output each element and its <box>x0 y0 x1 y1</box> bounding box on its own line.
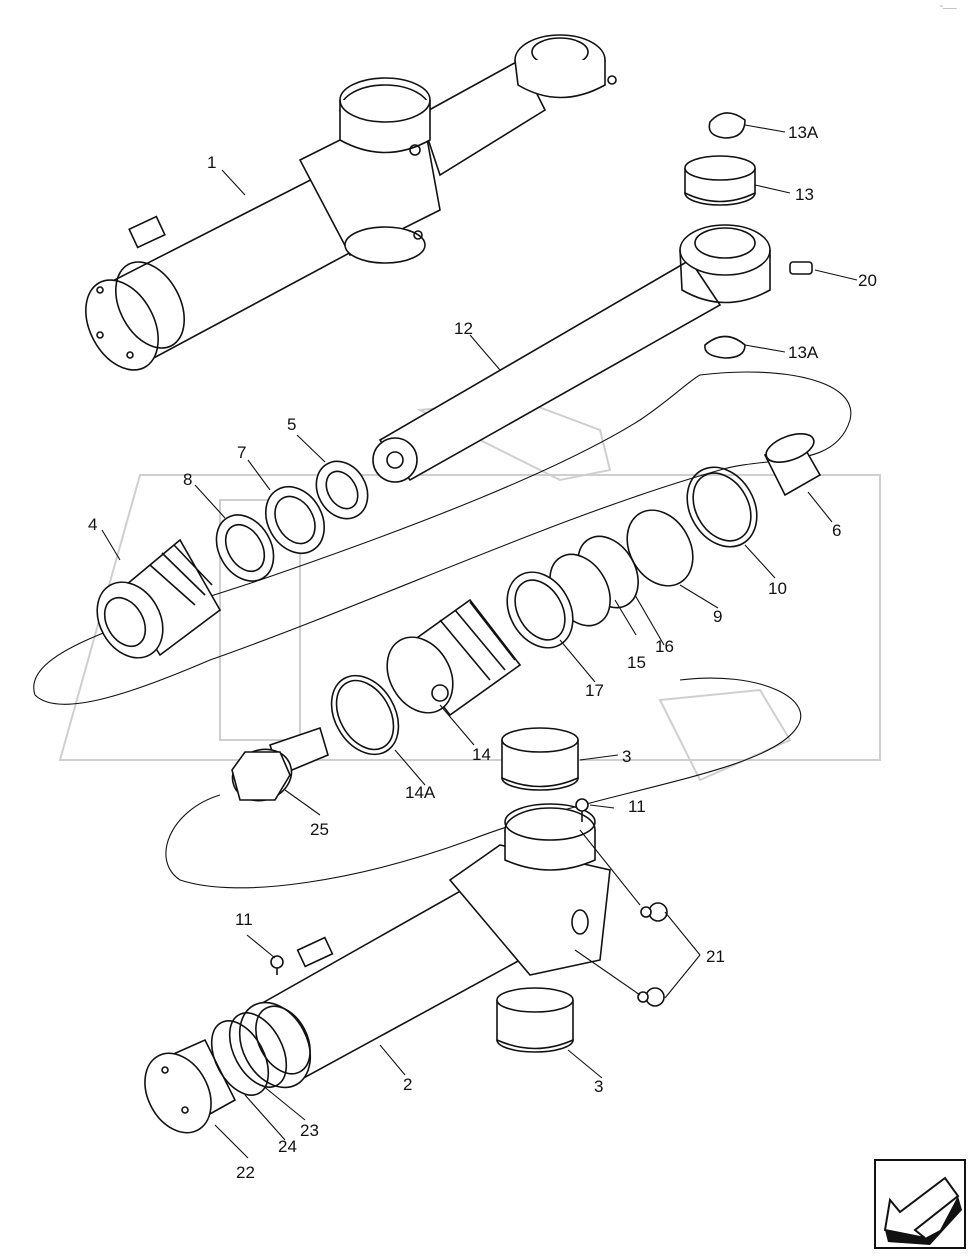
label-14: 14 <box>472 745 491 764</box>
part-1-cylinder-barrel[interactable] <box>71 34 617 382</box>
label-14a: 14A <box>405 783 436 802</box>
part-17-seal[interactable] <box>494 560 586 659</box>
label-15: 15 <box>627 653 646 672</box>
label-3-upper: 3 <box>622 747 631 766</box>
part-11-grease-fitting-lower[interactable] <box>270 955 284 975</box>
part-3-bushing-upper[interactable] <box>501 727 579 791</box>
label-2: 2 <box>403 1075 412 1094</box>
part-7-seal[interactable] <box>254 476 336 564</box>
label-11-lower: 11 <box>235 910 253 929</box>
part-25-bolt[interactable] <box>225 726 329 809</box>
part-12-piston-rod[interactable] <box>372 224 813 483</box>
label-16: 16 <box>655 637 674 656</box>
part-13-bushing[interactable] <box>684 155 756 206</box>
part-13a-retaining-ring-top[interactable] <box>708 112 746 139</box>
part-8-wiper-inner <box>224 523 266 573</box>
label-8: 8 <box>183 470 192 489</box>
label-11-upper: 11 <box>628 797 646 816</box>
part-4-gland[interactable] <box>84 538 222 670</box>
label-17: 17 <box>585 681 604 700</box>
part-14-piston[interactable] <box>374 598 522 725</box>
label-12: 12 <box>454 319 473 338</box>
part-10-backup-ring-inner <box>692 472 752 542</box>
part-21-fitting-lower[interactable] <box>637 987 665 1007</box>
part-labels: 1 2 3 3 4 5 6 7 8 9 10 11 11 12 13 13A 1… <box>88 123 877 1182</box>
label-4: 4 <box>88 515 97 534</box>
grouping-outline <box>33 371 852 705</box>
label-6: 6 <box>832 521 841 540</box>
label-20: 20 <box>858 271 877 290</box>
label-5: 5 <box>287 415 296 434</box>
label-3-lower: 3 <box>594 1077 603 1096</box>
part-2-cylinder-barrel[interactable] <box>226 803 611 1100</box>
label-13a-bottom: 13A <box>788 343 819 362</box>
part-14a-o-ring-inner <box>335 679 395 751</box>
part-13a-retaining-ring-bottom[interactable] <box>704 335 746 359</box>
label-1: 1 <box>207 153 216 172</box>
label-22: 22 <box>236 1163 255 1182</box>
part-3-bushing-lower[interactable] <box>496 987 574 1053</box>
part-5-ring-inner <box>325 470 359 510</box>
part-21-fitting-upper[interactable] <box>640 902 668 922</box>
part-7-seal-inner <box>274 495 316 545</box>
corner-mark: °—— <box>940 4 957 12</box>
part-22-end-cap[interactable] <box>132 1038 237 1144</box>
label-23: 23 <box>300 1121 319 1140</box>
label-7: 7 <box>237 443 246 462</box>
part-14a-o-ring[interactable] <box>318 664 412 767</box>
label-13: 13 <box>795 185 814 204</box>
label-13a-top: 13A <box>788 123 819 142</box>
part-8-wiper[interactable] <box>205 505 285 592</box>
part-10-backup-ring[interactable] <box>673 455 770 560</box>
label-9: 9 <box>713 607 722 626</box>
label-10: 10 <box>768 579 787 598</box>
label-24: 24 <box>278 1137 297 1156</box>
part-6-bushing[interactable] <box>762 428 822 497</box>
label-21: 21 <box>706 947 725 966</box>
part-17-seal-inner <box>514 579 566 641</box>
part-23-backup-ring[interactable] <box>218 1003 298 1096</box>
part-11-grease-fitting-upper[interactable] <box>575 798 589 822</box>
grouping-outline-lower <box>165 677 802 889</box>
part-24-o-ring[interactable] <box>200 1011 280 1104</box>
label-25: 25 <box>310 820 329 839</box>
arrow-nav-icon[interactable] <box>874 1159 966 1249</box>
leader-lines <box>101 124 858 1159</box>
